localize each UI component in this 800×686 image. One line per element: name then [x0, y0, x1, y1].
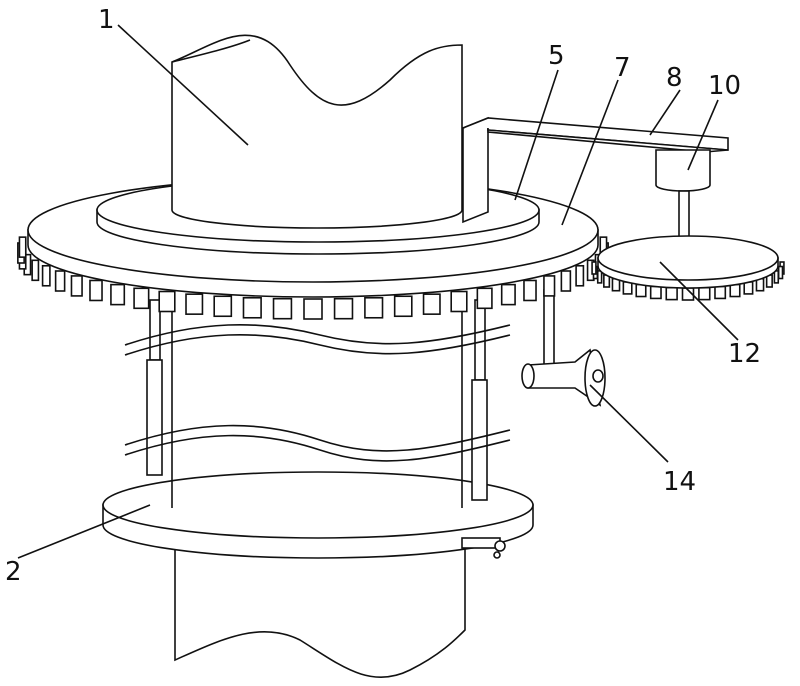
ring-bracket	[461, 537, 506, 559]
gear-tooth	[543, 275, 556, 297]
small-gear	[591, 235, 785, 301]
gear-tooth	[18, 236, 27, 258]
gear-tooth	[476, 287, 493, 310]
gear-tooth	[729, 283, 741, 298]
gear-tooth	[422, 293, 441, 315]
gear-tooth	[591, 261, 597, 275]
gear-tooth	[303, 298, 323, 320]
gear-tooth	[635, 283, 647, 298]
gear-tooth	[333, 297, 354, 320]
gear-tooth	[714, 285, 727, 300]
gear-tooth	[213, 295, 233, 318]
gear-tooth	[89, 279, 103, 302]
gear-tooth	[185, 293, 204, 315]
gear-tooth	[364, 296, 384, 319]
upper-cylinder	[171, 34, 463, 229]
break-lines	[124, 324, 511, 462]
label-8: 8	[666, 63, 683, 93]
gear-tooth	[393, 295, 413, 318]
gear-tooth	[110, 283, 126, 306]
motor	[655, 149, 711, 252]
gear-tooth	[698, 286, 711, 301]
label-2: 2	[5, 557, 22, 587]
gear-tooth	[158, 290, 176, 313]
label-5: 5	[548, 41, 565, 71]
gear-tooth	[242, 296, 262, 319]
lower-cylinder-section	[174, 519, 466, 679]
gear-tooth	[560, 270, 572, 292]
gear-tooth	[41, 264, 51, 287]
lower-ring	[102, 471, 534, 559]
label-1: 1	[98, 5, 115, 35]
gear-tooth	[575, 264, 585, 287]
gear-tooth	[272, 297, 293, 320]
middle-cylinder	[171, 300, 463, 508]
gear-tooth	[31, 259, 40, 282]
gear-tooth	[523, 279, 537, 302]
bracket-arm	[462, 116, 729, 224]
label-14: 14	[663, 467, 696, 497]
label-12: 12	[728, 339, 761, 369]
support-rods	[146, 299, 488, 501]
gear-tooth	[133, 287, 150, 310]
gear-tooth	[665, 286, 678, 301]
label-10: 10	[708, 71, 741, 101]
callouts: 1 5 7 8 10 12 14 2	[5, 5, 761, 587]
gear-tooth	[500, 283, 516, 306]
label-7: 7	[614, 53, 631, 83]
gear-tooth	[649, 285, 662, 300]
gear-tooth	[70, 275, 83, 297]
spray-nozzle	[521, 289, 606, 407]
gear-tooth	[450, 290, 468, 313]
gear-tooth	[54, 270, 66, 292]
gear-tooth	[777, 265, 784, 280]
